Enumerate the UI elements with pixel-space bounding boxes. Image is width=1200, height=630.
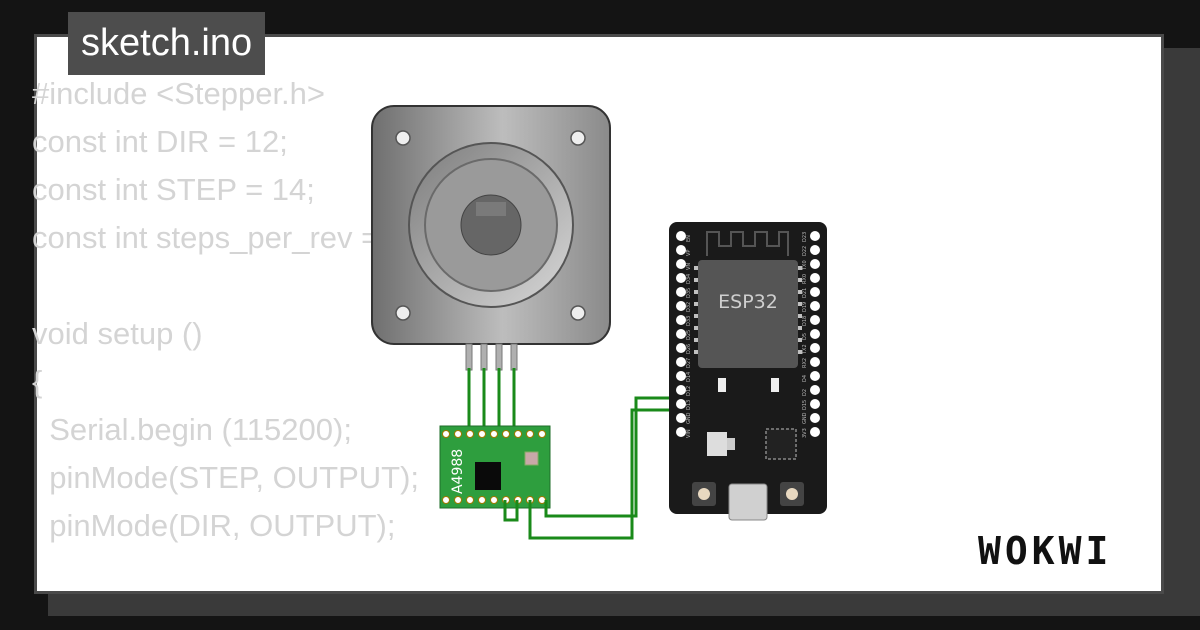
pin-label: D13 <box>686 400 692 410</box>
voltage-regulator <box>707 432 727 456</box>
header-pin[interactable] <box>676 315 686 325</box>
code-line: const int STEP = 14; <box>32 172 315 207</box>
header-pin[interactable] <box>810 343 820 353</box>
code-line: Serial.begin (115200); <box>32 412 352 447</box>
header-pin[interactable] <box>676 399 686 409</box>
header-pin[interactable] <box>810 371 820 381</box>
code-preview: #include <Stepper.h> const int DIR = 12; c… <box>32 70 448 550</box>
pin-label: D18 <box>802 316 808 326</box>
pin-label: D23 <box>802 232 808 242</box>
pin-label: 3V3 <box>802 428 808 438</box>
header-pin[interactable] <box>676 245 686 255</box>
pin-label: D22 <box>802 246 808 256</box>
pin-label: RX2 <box>802 358 808 368</box>
header-pin[interactable] <box>810 231 820 241</box>
pin-label: D5 <box>802 333 808 340</box>
pin-label: D32 <box>686 302 692 312</box>
wokwi-logo: WOKWI <box>978 529 1113 573</box>
left-pin-header <box>676 231 686 437</box>
pin-label: D2 <box>802 389 808 396</box>
pin-label: VP <box>686 250 692 256</box>
header-pin[interactable] <box>676 259 686 269</box>
mounting-hole <box>570 130 586 146</box>
header-pin[interactable] <box>810 399 820 409</box>
potentiometer[interactable] <box>524 451 539 466</box>
esp32-board[interactable]: ESP32 ENVPVND34D35D32D33D25D26D27D14D12D… <box>669 222 827 521</box>
mounting-hole <box>395 130 411 146</box>
pin-label: EN <box>686 235 692 242</box>
pin-label: GND <box>802 412 808 424</box>
pin-label: D19 <box>802 302 808 312</box>
pin-label: D14 <box>686 372 692 382</box>
header-pin[interactable] <box>676 385 686 395</box>
mounting-hole <box>570 305 586 321</box>
header-pin[interactable] <box>810 413 820 423</box>
pin-label: D25 <box>686 330 692 340</box>
motor-wires <box>467 368 516 432</box>
esp32-module <box>698 260 798 368</box>
pin-label: D35 <box>686 288 692 298</box>
usb-uart-chip <box>765 428 797 460</box>
header-pin[interactable] <box>810 357 820 367</box>
header-pin[interactable] <box>676 343 686 353</box>
driver-chip <box>475 462 501 490</box>
pin-label: D12 <box>686 386 692 396</box>
smd-component <box>718 378 726 392</box>
control-wires <box>503 396 680 540</box>
stepper-motor[interactable] <box>371 105 611 371</box>
code-line: pinMode(STEP, OUTPUT); <box>32 460 420 495</box>
driver-label: A4988 <box>450 449 466 494</box>
header-pin[interactable] <box>810 301 820 311</box>
motor-pins <box>465 343 518 371</box>
header-pin[interactable] <box>676 301 686 311</box>
header-pin[interactable] <box>810 287 820 297</box>
header-pin[interactable] <box>676 371 686 381</box>
header-pin[interactable] <box>676 329 686 339</box>
pin-label: D34 <box>686 274 692 284</box>
smd-component <box>771 378 779 392</box>
header-pin[interactable] <box>676 357 686 367</box>
code-line: void setup () <box>32 316 203 351</box>
header-pin[interactable] <box>810 329 820 339</box>
voltage-regulator-tab <box>727 438 735 450</box>
pin-label: D21 <box>802 288 808 298</box>
header-pin[interactable] <box>810 427 820 437</box>
antenna-trace <box>706 231 789 256</box>
header-pin[interactable] <box>676 413 686 423</box>
header-pin[interactable] <box>676 273 686 283</box>
sketch-title-tab[interactable]: sketch.ino <box>68 12 266 75</box>
pin-label: D15 <box>802 400 808 410</box>
pin-label: VIN <box>686 429 692 438</box>
usb-port[interactable] <box>728 483 768 521</box>
pin-label: RX0 <box>802 274 808 284</box>
right-pin-header <box>810 231 820 437</box>
pin-label: D4 <box>802 375 808 382</box>
pin-label: TX0 <box>802 260 808 271</box>
header-pin[interactable] <box>810 273 820 283</box>
header-pin[interactable] <box>676 287 686 297</box>
header-pin[interactable] <box>676 427 686 437</box>
code-line: pinMode(DIR, OUTPUT); <box>32 508 396 543</box>
code-line: #include <Stepper.h> <box>32 76 326 111</box>
board-label: ESP32 <box>718 291 778 313</box>
pin-label: D33 <box>686 316 692 326</box>
pin-label: VN <box>686 263 692 270</box>
pin-label: D27 <box>686 358 692 368</box>
header-pin[interactable] <box>810 245 820 255</box>
header-pin[interactable] <box>810 259 820 269</box>
code-line: { <box>32 364 43 399</box>
code-line: const int DIR = 12; <box>32 124 288 159</box>
pin-label: D26 <box>686 344 692 354</box>
mounting-hole <box>395 305 411 321</box>
a4988-driver[interactable]: A4988 <box>439 425 551 509</box>
header-pin[interactable] <box>810 385 820 395</box>
pin-label: TX2 <box>802 344 808 355</box>
header-pin[interactable] <box>810 315 820 325</box>
header-pin[interactable] <box>676 231 686 241</box>
module-pads <box>694 266 802 354</box>
pin-label: GND <box>686 412 692 424</box>
